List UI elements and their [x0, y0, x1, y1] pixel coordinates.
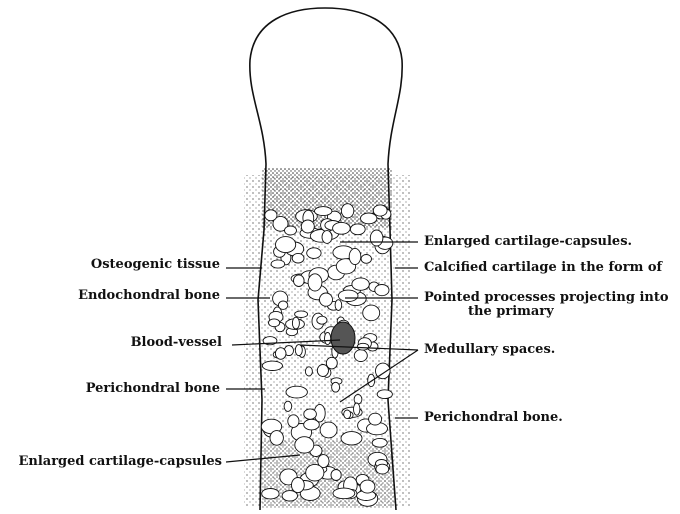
capsule-cell [305, 367, 312, 376]
capsule-cell [275, 348, 286, 360]
capsule-cell [354, 395, 362, 405]
capsule-cell [344, 410, 351, 419]
label-calcified-cartilage: Calcified cartilage in the form of [424, 261, 662, 275]
capsule-cell [376, 464, 389, 474]
capsule-cell [306, 464, 324, 481]
capsule-cell [370, 230, 383, 246]
capsule-cell [360, 480, 375, 493]
capsule-cell [308, 274, 322, 291]
label-enlarged-capsules-left: Enlarged cartilage-capsules [18, 455, 222, 469]
label-pointed-processes-2: the primary [468, 305, 554, 319]
capsule-cell [278, 301, 287, 309]
capsule-cell [377, 390, 392, 399]
capsule-cell [315, 207, 332, 216]
capsule-cell [363, 305, 380, 321]
capsule-cell [368, 374, 375, 386]
label-blood-vessel: Blood-vessel [131, 336, 222, 350]
capsule-cell [276, 237, 296, 253]
capsule-cell [341, 432, 362, 445]
capsule-cell [333, 222, 351, 234]
label-endochondral-bone: Endochondral bone [78, 289, 220, 303]
label-pointed-processes-1: Pointed processes projecting into [424, 291, 669, 305]
capsule-cell [271, 260, 285, 268]
capsule-cell [292, 478, 305, 493]
label-osteogenic-tissue: Osteogenic tissue [91, 258, 220, 272]
capsule-cell [369, 413, 382, 425]
capsule-cell [269, 319, 280, 327]
capsule-cell [352, 278, 369, 290]
capsule-cell [320, 293, 333, 306]
capsule-cell [288, 415, 299, 428]
capsule-cell [292, 317, 299, 329]
capsule-cell [292, 253, 304, 263]
capsule-cell [354, 350, 367, 362]
capsule-cell [375, 285, 389, 296]
label-enlarged-capsules-right: Enlarged cartilage-capsules. [424, 235, 632, 249]
capsule-cell [333, 488, 355, 499]
capsule-cell [294, 275, 305, 287]
capsule-cell [295, 437, 314, 453]
cartilage-cap-outline [250, 8, 402, 164]
capsule-cell [361, 255, 371, 264]
label-perichondral-bone-left: Perichondral bone [86, 382, 220, 396]
capsule-cell [320, 422, 337, 438]
capsule-cell [317, 316, 327, 324]
capsule-cell [295, 311, 308, 318]
capsule-cell [325, 332, 331, 344]
capsule-cell [285, 226, 297, 235]
label-medullary-spaces: Medullary spaces. [424, 343, 555, 357]
capsule-cell [270, 431, 283, 446]
capsule-cell [322, 231, 332, 244]
capsule-cell [341, 204, 353, 218]
capsule-cell [304, 409, 317, 419]
capsule-cell [349, 248, 361, 264]
capsule-cell [373, 205, 387, 216]
capsule-cell [338, 290, 358, 301]
capsule-cell [331, 470, 341, 481]
capsule-cell [284, 401, 292, 411]
label-perichondral-bone-right: Perichondral bone. [424, 411, 563, 425]
capsule-cell [361, 213, 377, 224]
capsule-cell [372, 438, 387, 447]
capsule-cell [265, 210, 277, 221]
capsule-cell [326, 357, 337, 369]
capsule-cell [295, 345, 302, 356]
capsule-cell [301, 220, 314, 233]
capsule-cell [332, 382, 340, 392]
capsule-cell [350, 224, 365, 235]
capsule-cell [357, 343, 368, 350]
capsule-cell [262, 489, 279, 499]
capsule-cell [335, 300, 342, 311]
capsule-cell [262, 361, 282, 370]
capsule-cell [354, 403, 360, 415]
blood-vessel-shape [331, 322, 355, 354]
capsule-cell [286, 386, 307, 398]
capsule-cell [307, 248, 321, 259]
